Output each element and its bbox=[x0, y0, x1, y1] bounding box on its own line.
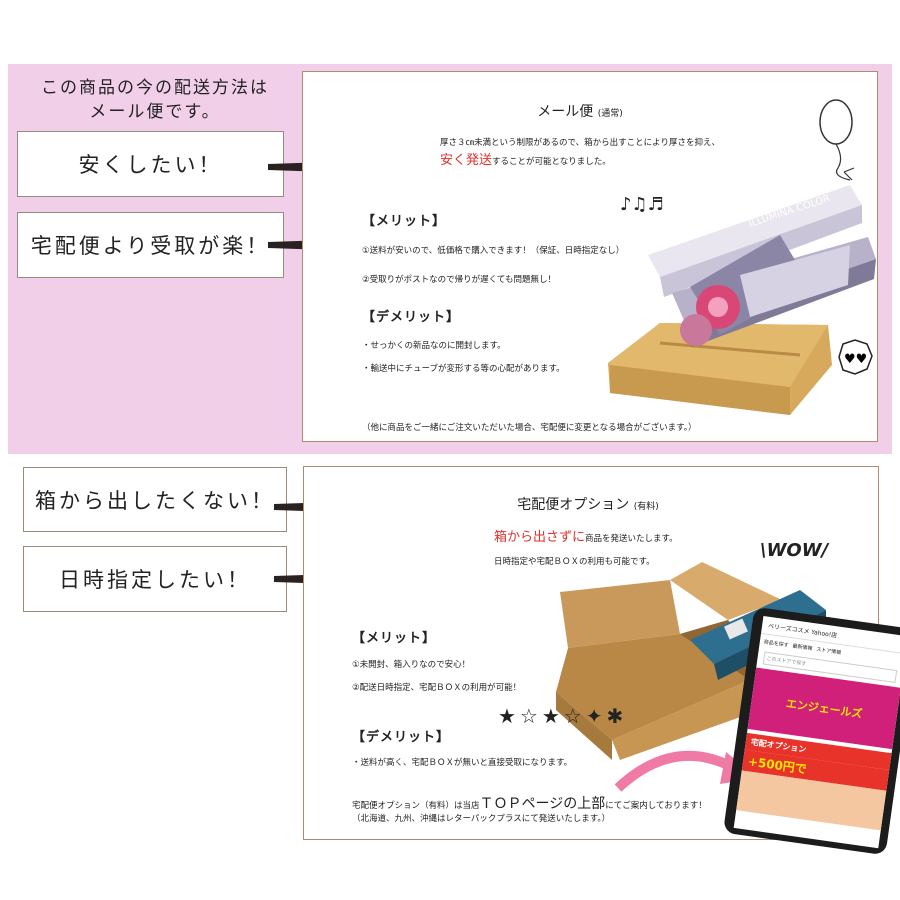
stars-decoration-icon: ★☆★☆✦✱ bbox=[498, 704, 628, 728]
current-shipping-headline: この商品の今の配送方法は メール便です。 bbox=[30, 76, 280, 124]
mail-merit-title: 【メリット】 bbox=[362, 214, 447, 229]
mail-title: メール便 (通常) bbox=[520, 101, 640, 121]
label-cheap: 安くしたい！ bbox=[17, 131, 284, 197]
phone-screen: ベリーズコスメ Yahoo!店 商品を探す 最新情報 ストア情報 このストアで探… bbox=[733, 616, 900, 849]
label-no-box-text: 箱から出したくない！ bbox=[35, 488, 275, 513]
mail-demerit-title: 【デメリット】 bbox=[362, 310, 461, 325]
takuhai-desc2: 日時指定や宅配ＢＯＸの利用も可能です。 bbox=[494, 557, 655, 567]
phone-btn-search[interactable]: 商品を探す bbox=[763, 639, 789, 649]
headline-line2: メール便です。 bbox=[89, 102, 221, 122]
label-cheap-text: 安くしたい！ bbox=[78, 153, 223, 177]
takuhai-merit2: ②配送日時指定、宅配ＢＯＸの利用が可能！ bbox=[352, 683, 522, 693]
takuhai-merit-title: 【メリット】 bbox=[352, 631, 437, 646]
mail-merit1: ①送料が安いので、低価格で購入できます！（保証、日時指定なし） bbox=[362, 246, 625, 256]
takuhai-note2: （北海道、九州、沖縄はレターパックプラスにて発送いたします。） bbox=[352, 814, 611, 824]
takuhai-desc1-highlight: 箱から出さずに bbox=[494, 530, 586, 545]
takuhai-title: 宅配便オプション (有料) bbox=[508, 494, 668, 514]
takuhai-title-note: (有料) bbox=[633, 502, 659, 512]
mail-merit2: ②受取りがポストなので帰りが遅くても問題無し！ bbox=[362, 275, 556, 285]
label-date-text: 日時指定したい！ bbox=[59, 568, 251, 592]
mail-demerit2: ・輸送中にチューブが変形する等の心配があります。 bbox=[362, 364, 565, 374]
wow-label: WOW bbox=[766, 540, 822, 561]
takuhai-note1-highlight: ＴＯＰページの上部 bbox=[479, 796, 606, 812]
mail-desc2-highlight: 安く発送 bbox=[440, 153, 493, 168]
label-easy-text: 宅配便より受取が楽！ bbox=[30, 234, 271, 258]
takuhai-desc1: 箱から出さずに商品を発送いたします。 bbox=[494, 529, 754, 548]
mail-title-text: メール便 bbox=[537, 104, 594, 120]
mail-desc2: 安く発送することが可能となりました。 bbox=[440, 152, 770, 171]
takuhai-note1: 宅配便オプション（有料）は当店ＴＯＰページの上部にてご案内しております！ bbox=[352, 795, 772, 815]
music-notes-icon: ♪♫♬ bbox=[620, 194, 664, 215]
takuhai-desc1-rest: 商品を発送いたします。 bbox=[585, 534, 678, 544]
takuhai-note1a: 宅配便オプション（有料）は当店 bbox=[352, 801, 480, 811]
takuhai-note1b: にてご案内しております！ bbox=[605, 801, 707, 811]
wow-text: \WOW/ bbox=[760, 540, 829, 561]
label-no-box: 箱から出したくない！ bbox=[23, 467, 287, 532]
takuhai-demerit1: ・送料が高く、宅配ＢＯＸが無いと直接受取になります。 bbox=[352, 758, 573, 768]
mail-demerit1: ・せっかくの新品なのに開封します。 bbox=[362, 341, 506, 351]
phone-mockup: ベリーズコスメ Yahoo!店 商品を探す 最新情報 ストア情報 このストアで探… bbox=[722, 606, 900, 856]
product-tubes-image: ILLUMINA COLOR bbox=[600, 175, 890, 429]
mail-title-note: (通常) bbox=[597, 109, 623, 119]
phone-btn-store[interactable]: ストア情報 bbox=[815, 646, 842, 657]
takuhai-demerit-title: 【デメリット】 bbox=[352, 730, 451, 745]
balloon-icon bbox=[814, 96, 864, 190]
mail-desc2-rest: することが可能となりました。 bbox=[492, 157, 611, 167]
phone-btn-news[interactable]: 最新情報 bbox=[792, 643, 813, 653]
label-date: 日時指定したい！ bbox=[23, 546, 287, 612]
label-easy: 宅配便より受取が楽！ bbox=[17, 212, 284, 278]
mail-desc1: 厚さ３㎝未満という制限があるので、箱から出すことにより厚さを抑え、 bbox=[440, 138, 720, 148]
heart-bubble-icon: ♥♥ bbox=[835, 338, 875, 380]
takuhai-merit1: ①未開封、箱入りなので安心！ bbox=[352, 660, 471, 670]
mail-footnote: （他に商品をご一緒にご注文いただいた場合、宅配便に変更となる場合がございます。） bbox=[362, 423, 697, 433]
svg-text:♥♥: ♥♥ bbox=[844, 352, 867, 367]
headline-line1: この商品の今の配送方法は bbox=[41, 78, 269, 98]
takuhai-title-text: 宅配便オプション bbox=[517, 497, 630, 513]
